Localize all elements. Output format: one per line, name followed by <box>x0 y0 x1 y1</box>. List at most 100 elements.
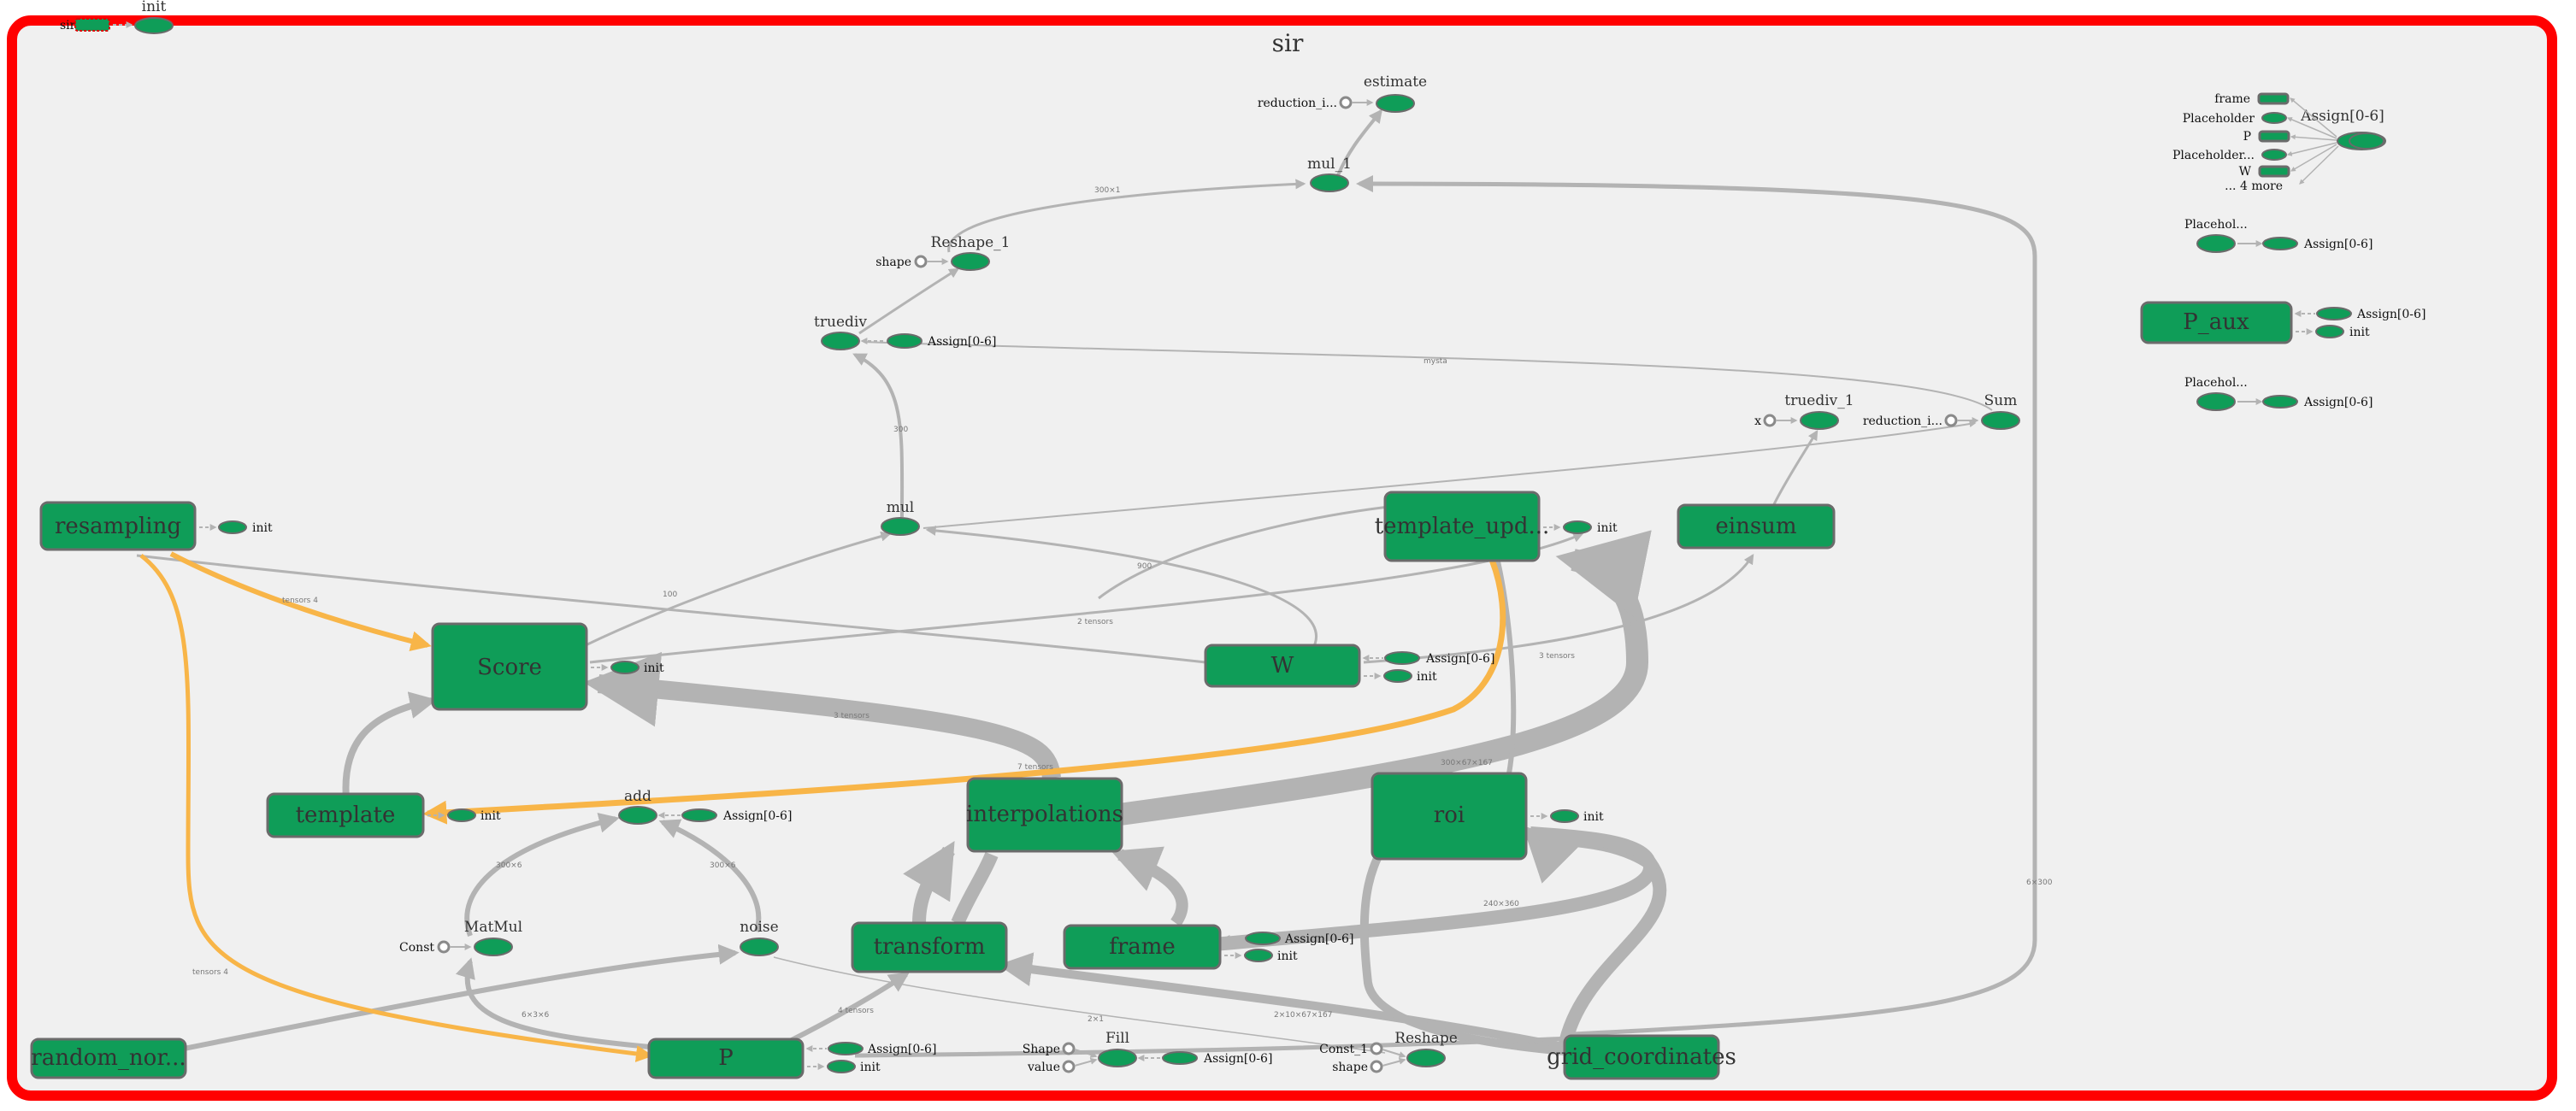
node-matmul[interactable]: MatMul Const <box>399 919 522 956</box>
aux-in-w-label: W <box>2239 165 2252 179</box>
template-update-init[interactable]: init <box>1543 520 1618 535</box>
ref-edge-p-resampling <box>139 554 653 1062</box>
node-mul-1[interactable]: mul_1 <box>1307 156 1352 192</box>
init-top-node[interactable] <box>134 17 174 34</box>
node-reshape[interactable]: Reshape Const_1 shape <box>1319 1030 1458 1074</box>
roi-init[interactable]: init <box>1530 809 1604 824</box>
aux-in-frame[interactable] <box>2257 92 2290 105</box>
op-template-update[interactable]: template_upd... <box>1375 491 1550 562</box>
node-mul[interactable]: mul <box>881 499 920 536</box>
node-fill[interactable]: Fill Shape value Assign[0-6] <box>1023 1030 1273 1074</box>
op-interpolations-label: interpolations <box>966 802 1123 827</box>
fill-assign-node[interactable] <box>1162 1051 1198 1065</box>
node-truediv[interactable]: truediv Assign[0-6] <box>814 314 996 350</box>
shape-const[interactable] <box>914 255 928 268</box>
aux-assign-group[interactable]: Assign[0-6] frame Placeholder P Placehol… <box>2172 92 2386 193</box>
op-grid-coordinates-label: grid_coordinates <box>1547 1044 1736 1070</box>
template-update-init-label: init <box>1597 521 1618 535</box>
sir-mini-node[interactable] <box>74 18 110 32</box>
w-init-label: init <box>1417 670 1437 684</box>
node-noise[interactable]: noise <box>740 919 779 956</box>
op-w[interactable]: W <box>1204 644 1361 688</box>
op-random-normal-label: random_nor... <box>31 1045 186 1071</box>
aux-assign-2-node[interactable] <box>2262 395 2298 409</box>
aux-in-frame-label: frame <box>2214 92 2250 106</box>
p-assign-label: Assign[0-6] <box>867 1043 936 1056</box>
op-template[interactable]: template <box>266 792 425 838</box>
aux-in-p[interactable] <box>2258 130 2290 143</box>
node-add[interactable]: add Assign[0-6] <box>618 788 792 825</box>
op-frame[interactable]: frame <box>1063 924 1222 970</box>
op-grid-coordinates[interactable]: grid_coordinates <box>1547 1034 1736 1080</box>
roi-init-label: init <box>1583 810 1604 824</box>
score-init[interactable]: init <box>591 661 664 675</box>
resampling-init-label: init <box>252 521 273 535</box>
op-score[interactable]: Score <box>431 622 588 711</box>
aux-in-w[interactable] <box>2258 165 2290 178</box>
mul-1-label: mul_1 <box>1307 156 1352 173</box>
node-truediv-1[interactable]: truediv_1 x <box>1754 392 1854 430</box>
shape-cap-const[interactable] <box>1062 1042 1076 1055</box>
edge-cap-20: tensors 4 <box>192 968 228 977</box>
op-score-label: Score <box>477 655 542 680</box>
aux-placeholder-1-label: Placehol... <box>2184 218 2248 232</box>
edge-cap-19: 6×300 <box>2026 879 2053 887</box>
op-transform-label: transform <box>874 934 986 960</box>
node-sum[interactable]: Sum reduction_i... <box>1863 392 2020 430</box>
frame-init-label: init <box>1277 949 1298 963</box>
node-reshape-1[interactable]: Reshape_1 shape <box>875 234 1010 271</box>
const-const[interactable] <box>437 940 451 954</box>
x-const[interactable] <box>1763 414 1777 427</box>
edge-cap-12: 240×360 <box>1483 900 1519 908</box>
aux-p-aux-links[interactable]: Assign[0-6] init <box>2294 307 2426 339</box>
aux-in-placeholder-2[interactable] <box>2261 149 2287 161</box>
op-p[interactable]: P <box>647 1038 805 1079</box>
edge-score-mul <box>585 531 892 647</box>
aux-in-p-label: P <box>2243 130 2251 144</box>
noise-label: noise <box>740 919 778 936</box>
op-resampling-label: resampling <box>55 514 181 539</box>
frame-assign-init[interactable]: Assign[0-6] init <box>1223 932 1353 963</box>
edge-p-right <box>854 1036 1574 1058</box>
edge-w-einsum <box>1363 553 1754 664</box>
p-init-label: init <box>860 1061 881 1074</box>
edge-cap-18: 2×1 <box>1088 1015 1104 1024</box>
edge-truediv-sum <box>863 341 1993 411</box>
op-roi[interactable]: roi <box>1371 772 1528 861</box>
op-random-normal[interactable]: random_nor... <box>30 1038 187 1079</box>
ref-edge-resampling-score <box>169 551 432 651</box>
node-estimate[interactable]: estimate reduction_i... <box>1258 73 1427 113</box>
value-const[interactable] <box>1062 1060 1076 1073</box>
edge-cap-7: 3 tensors <box>1539 652 1575 661</box>
truediv-assign-node[interactable] <box>887 333 923 349</box>
op-interpolations[interactable]: interpolations <box>966 777 1123 853</box>
aux-assign-big-node[interactable] <box>2337 132 2386 150</box>
resampling-init[interactable]: init <box>199 520 273 535</box>
add-assign-node[interactable] <box>681 808 717 822</box>
op-p-aux[interactable]: P_aux <box>2140 301 2293 344</box>
aux-placeholder-1[interactable]: Placehol... Assign[0-6] <box>2184 218 2373 253</box>
op-resampling[interactable]: resampling <box>39 501 197 551</box>
aux-placeholder-2-label: Placehol... <box>2184 376 2248 390</box>
aux-assign-1-node[interactable] <box>2262 237 2298 250</box>
shape-2-const[interactable] <box>1370 1060 1383 1073</box>
template-init[interactable]: init <box>427 808 501 823</box>
edge-noise-add <box>658 819 762 932</box>
aux-in-placeholder[interactable] <box>2261 112 2287 124</box>
p-assign-init[interactable]: Assign[0-6] init <box>805 1042 936 1074</box>
op-p-aux-label: P_aux <box>2183 309 2249 335</box>
reduction-const-1[interactable] <box>1339 96 1353 109</box>
w-assign-init[interactable]: Assign[0-6] init <box>1362 651 1494 684</box>
op-einsum[interactable]: einsum <box>1677 503 1836 550</box>
reduction-const-2[interactable] <box>1944 414 1958 427</box>
edge-resampling-w <box>136 554 1206 664</box>
edge-noise-reshape <box>773 956 1386 1054</box>
fill-label: Fill <box>1105 1030 1129 1047</box>
aux-placeholder-2[interactable]: Placehol... Assign[0-6] <box>2184 376 2373 411</box>
const-1-const[interactable] <box>1370 1042 1383 1055</box>
top-left-sir-init[interactable]: sir init <box>60 0 174 34</box>
edge-cap-13: 2×10×67×167 <box>1274 1011 1332 1020</box>
shape-2-label: shape <box>1332 1061 1368 1074</box>
op-transform[interactable]: transform <box>851 921 1008 973</box>
